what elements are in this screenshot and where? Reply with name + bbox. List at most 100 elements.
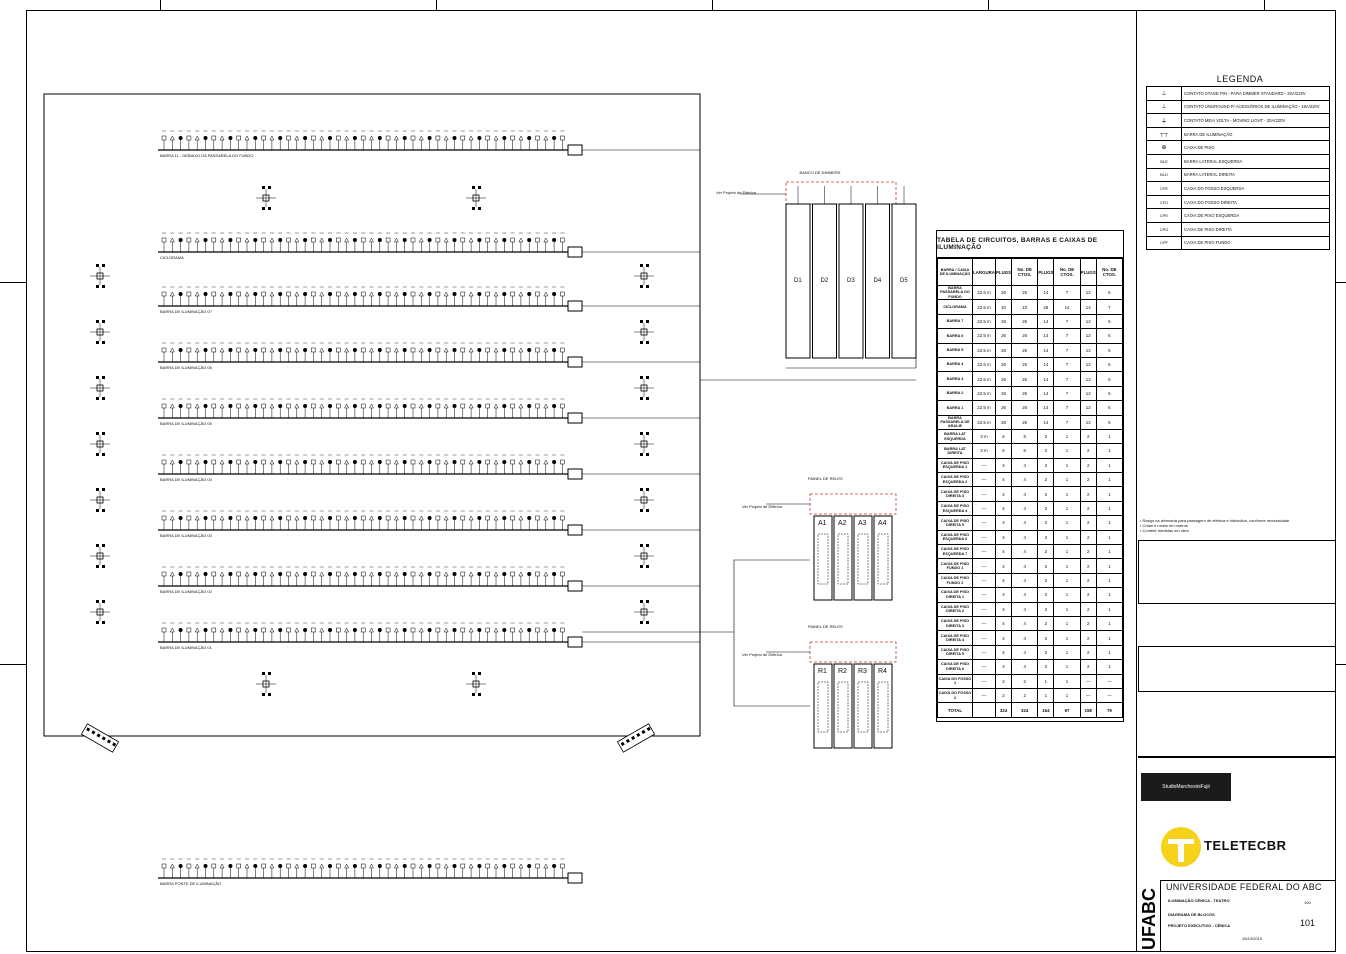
stage-pin-outlet-icon xyxy=(186,627,192,633)
box-outlet-icon xyxy=(640,376,643,379)
stage-pin-outlet-icon xyxy=(410,459,416,465)
stage-pin-outlet-icon xyxy=(336,571,341,577)
half-turn-outlet-icon xyxy=(502,572,507,576)
box-outlet-icon xyxy=(102,600,105,603)
half-turn-outlet-icon xyxy=(452,572,457,576)
relay-inner xyxy=(837,533,849,585)
ground-outlet-icon xyxy=(418,291,424,297)
project-info-block xyxy=(1160,880,1336,952)
table-cell: 1 xyxy=(1095,515,1124,531)
table-cell: 2 xyxy=(1079,630,1097,646)
box-outlet-icon xyxy=(268,207,271,210)
ground-outlet-icon xyxy=(219,347,225,353)
table-cell: 1 xyxy=(1053,601,1081,617)
half-turn-outlet-icon xyxy=(377,864,382,868)
half-turn-outlet-icon xyxy=(352,516,357,520)
table-cell: 2 xyxy=(1079,644,1097,661)
table-cell: 2 xyxy=(1079,486,1097,502)
half-turn-outlet-icon xyxy=(477,238,482,242)
stage-pin-outlet-icon xyxy=(435,135,441,141)
table-cell: 22.5 m xyxy=(972,299,996,315)
table-cell: 1 xyxy=(1095,544,1124,560)
ground-outlet-icon xyxy=(543,459,549,465)
table-cell: CAIXA DE PISO DIREITA 3 xyxy=(937,486,973,502)
table-cell: 14 xyxy=(1037,284,1055,301)
legend-text: CAIXA DE PISO FUNDO xyxy=(1181,235,1330,251)
dimmer-module-label: D1 xyxy=(794,278,802,284)
stage-pin-outlet-icon xyxy=(535,627,540,633)
table-cell: 2 xyxy=(1037,659,1055,675)
table-cell: 26 xyxy=(994,313,1013,330)
stage-pin-outlet-icon xyxy=(510,571,515,577)
table-cell: 1 xyxy=(1095,587,1124,603)
table-cell: 12 xyxy=(1079,414,1097,430)
stage-pin-outlet-icon xyxy=(560,515,565,521)
table-cell: 4 xyxy=(1011,630,1039,646)
box-outlet-icon xyxy=(478,693,481,696)
table-cell: BARRA PASSARELA DE ARALIE xyxy=(937,414,973,430)
ground-outlet-icon xyxy=(244,403,250,409)
ground-outlet-icon xyxy=(219,403,225,409)
table-cell: CAIXA DE PISO ESQUERDA 4 xyxy=(937,500,973,517)
legend-text: BARRA LATERAL ESQUERDA xyxy=(1181,153,1330,169)
table-cell: — xyxy=(972,544,996,560)
half-turn-outlet-icon xyxy=(377,572,382,576)
table-cell: CAIXA DE PISO DIREITA 2 xyxy=(937,601,973,617)
half-turn-outlet-icon xyxy=(427,292,432,296)
ground-outlet-icon xyxy=(269,863,275,869)
bar-connection-box xyxy=(567,412,583,424)
table-cell: 1 xyxy=(1053,472,1081,488)
stage-pin-outlet-icon xyxy=(261,571,266,577)
half-turn-outlet-icon xyxy=(552,460,557,464)
half-turn-outlet-icon xyxy=(502,292,507,296)
legend-text: CAIXA DE PISO ESQUERDA xyxy=(1181,208,1330,223)
table-header-cell: LARGURA xyxy=(972,258,996,286)
stage-pin-outlet-icon xyxy=(211,515,217,521)
table-cell: 4 xyxy=(994,472,1013,488)
half-turn-outlet-icon xyxy=(178,572,183,576)
relay-interconnect xyxy=(733,559,810,707)
table-cell: 2 xyxy=(1079,659,1097,675)
ground-outlet-icon xyxy=(418,515,424,521)
table-cell: 28 xyxy=(1037,299,1055,315)
half-turn-outlet-icon xyxy=(303,628,308,632)
ground-outlet-icon xyxy=(319,291,325,297)
stage-pin-outlet-icon xyxy=(286,515,291,521)
box-outlet-icon xyxy=(268,693,271,696)
box-outlet-icon xyxy=(646,488,649,491)
legend-title: LEGENDA xyxy=(1216,74,1264,84)
table-cell: — xyxy=(972,659,996,675)
box-outlet-icon xyxy=(640,488,643,491)
ground-outlet-icon xyxy=(518,459,524,465)
block-diagram xyxy=(43,93,917,884)
stage-pin-outlet-icon xyxy=(211,291,217,297)
table-cell: 22.5 m xyxy=(972,284,996,301)
stage-pin-outlet-icon xyxy=(360,571,366,577)
stage-pin-outlet-icon xyxy=(236,515,241,521)
circuit-table-title: TABELA DE CIRCUITOS, BARRAS E CAIXAS DE … xyxy=(937,231,1123,258)
ground-outlet-icon xyxy=(269,135,275,141)
bar-connection-box xyxy=(567,636,583,648)
stage-pin-outlet-icon xyxy=(211,403,217,409)
stage-pin-outlet-icon xyxy=(485,571,490,577)
stage-pin-outlet-icon xyxy=(485,291,490,297)
half-turn-outlet-icon xyxy=(278,404,283,408)
table-cell: 4 xyxy=(1011,644,1039,661)
ground-outlet-icon xyxy=(169,347,175,353)
stage-pin-outlet-icon xyxy=(286,627,291,633)
stage-pin-outlet-icon xyxy=(535,571,540,577)
table-cell: CAIXA DE PISO ESQUERDA 7 xyxy=(937,544,973,560)
half-turn-outlet-icon xyxy=(477,864,482,868)
stage-pin-outlet-icon xyxy=(385,571,391,577)
see-project-note: Ver Projeto de Elétrica xyxy=(742,652,782,657)
half-turn-outlet-icon xyxy=(303,460,308,464)
relay-inner xyxy=(877,681,889,733)
table-cell: 2 xyxy=(1079,500,1097,517)
stage-pin-outlet-icon xyxy=(236,571,241,577)
table-cell: CAIXA DO FOSSO 1 xyxy=(937,673,973,689)
